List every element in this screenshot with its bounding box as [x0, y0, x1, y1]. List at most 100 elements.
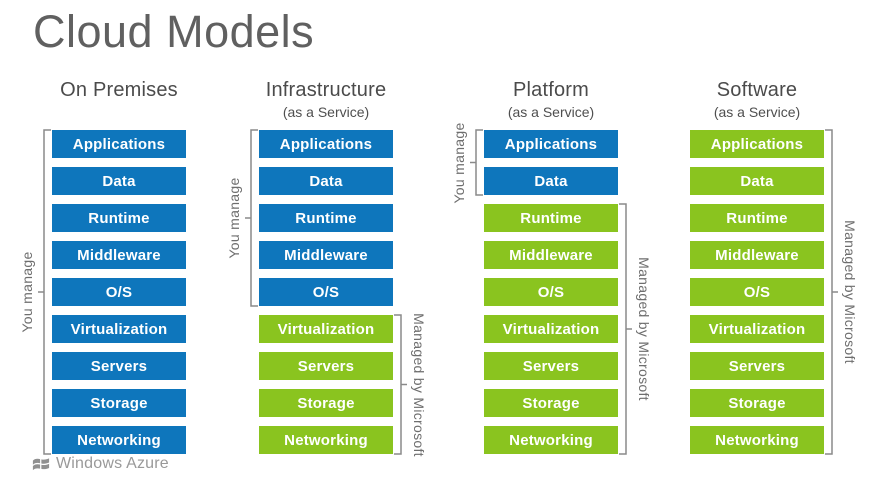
layer-label: Applications: [504, 135, 598, 153]
managed-by-microsoft-label-platform: Managed by Microsoft: [636, 257, 652, 401]
layer-label: Runtime: [726, 209, 788, 227]
layer-box-platform-os: O/S: [484, 278, 618, 306]
layer-box-infrastructure-storage: Storage: [259, 389, 393, 417]
layer-box-infrastructure-applications: Applications: [259, 130, 393, 158]
layer-label: Storage: [297, 394, 355, 412]
layer-label: Servers: [90, 357, 148, 375]
column-title: Platform: [512, 79, 590, 101]
layer-label: Servers: [522, 357, 580, 375]
layer-box-platform-storage: Storage: [484, 389, 618, 417]
layer-box-infrastructure-virtualization: Virtualization: [259, 315, 393, 343]
layer-box-platform-runtime: Runtime: [484, 204, 618, 232]
layer-label: Applications: [72, 135, 166, 153]
layer-label: Networking: [77, 431, 161, 449]
layer-label: Applications: [279, 135, 373, 153]
layer-box-infrastructure-networking: Networking: [259, 426, 393, 454]
layer-label: Servers: [297, 357, 355, 375]
layer-label: Data: [102, 172, 136, 190]
column-header-on-premises: On Premises: [60, 79, 178, 102]
you-manage-bracket-on-premises: [38, 129, 51, 455]
layer-box-on-premises-virtualization: Virtualization: [52, 315, 186, 343]
column-title: Software: [716, 79, 798, 101]
layer-box-software-virtualization: Virtualization: [690, 315, 824, 343]
column-title: Infrastructure: [265, 79, 387, 101]
layer-label: Virtualization: [708, 320, 806, 338]
layer-box-platform-networking: Networking: [484, 426, 618, 454]
layer-box-software-applications: Applications: [690, 130, 824, 158]
layer-label: Servers: [728, 357, 786, 375]
layer-label: O/S: [537, 283, 565, 301]
layer-label: Data: [534, 172, 568, 190]
layer-box-on-premises-middleware: Middleware: [52, 241, 186, 269]
managed-by-microsoft-label-software: Managed by Microsoft: [842, 220, 858, 364]
layer-box-software-os: O/S: [690, 278, 824, 306]
column-header-software: Software (as a Service): [714, 79, 800, 120]
layer-box-infrastructure-os: O/S: [259, 278, 393, 306]
layer-label: Middleware: [284, 246, 368, 264]
column-subtitle: (as a Service): [713, 104, 801, 120]
layer-box-platform-middleware: Middleware: [484, 241, 618, 269]
layer-label: O/S: [312, 283, 340, 301]
layer-box-software-runtime: Runtime: [690, 204, 824, 232]
layer-box-platform-virtualization: Virtualization: [484, 315, 618, 343]
you-manage-bracket-platform: [470, 129, 483, 196]
layer-box-on-premises-networking: Networking: [52, 426, 186, 454]
layer-label: Middleware: [77, 246, 161, 264]
layer-box-platform-applications: Applications: [484, 130, 618, 158]
column-header-infrastructure: Infrastructure (as a Service): [266, 79, 387, 120]
layer-box-software-data: Data: [690, 167, 824, 195]
layer-label: Runtime: [295, 209, 357, 227]
layer-box-infrastructure-runtime: Runtime: [259, 204, 393, 232]
layer-box-on-premises-data: Data: [52, 167, 186, 195]
you-manage-bracket-infrastructure: [245, 129, 258, 307]
layer-box-on-premises-runtime: Runtime: [52, 204, 186, 232]
layer-box-infrastructure-middleware: Middleware: [259, 241, 393, 269]
layer-label: Virtualization: [70, 320, 168, 338]
layer-label: Middleware: [715, 246, 799, 264]
windows-flag-icon: [32, 458, 50, 471]
column-subtitle: (as a Service): [507, 104, 595, 120]
you-manage-label-on-premises: You manage: [19, 251, 35, 333]
layer-box-software-servers: Servers: [690, 352, 824, 380]
layer-label: Storage: [728, 394, 786, 412]
windows-azure-logo-text: Windows Azure: [56, 455, 169, 472]
layer-box-on-premises-storage: Storage: [52, 389, 186, 417]
layer-label: Data: [309, 172, 343, 190]
layer-label: Networking: [509, 431, 593, 449]
layer-label: Runtime: [88, 209, 150, 227]
layer-box-software-storage: Storage: [690, 389, 824, 417]
layer-box-on-premises-servers: Servers: [52, 352, 186, 380]
windows-azure-logo: Windows Azure: [32, 455, 169, 473]
layer-label: Virtualization: [502, 320, 600, 338]
layer-box-platform-servers: Servers: [484, 352, 618, 380]
layer-label: O/S: [743, 283, 771, 301]
layer-box-infrastructure-servers: Servers: [259, 352, 393, 380]
page-title: Cloud Models: [33, 6, 315, 57]
layer-label: Storage: [522, 394, 580, 412]
layer-label: Virtualization: [277, 320, 375, 338]
layer-box-software-networking: Networking: [690, 426, 824, 454]
layer-label: Middleware: [509, 246, 593, 264]
layer-label: Networking: [715, 431, 799, 449]
layer-box-platform-data: Data: [484, 167, 618, 195]
managed-by-microsoft-bracket-software: [825, 129, 838, 455]
column-subtitle: (as a Service): [282, 104, 370, 120]
layer-box-infrastructure-data: Data: [259, 167, 393, 195]
layer-label: O/S: [105, 283, 133, 301]
layer-label: Storage: [90, 394, 148, 412]
managed-by-microsoft-bracket-platform: [619, 203, 632, 455]
you-manage-label-platform: You manage: [451, 121, 467, 204]
you-manage-label-infrastructure: You manage: [226, 177, 242, 259]
layer-box-on-premises-applications: Applications: [52, 130, 186, 158]
layer-label: Runtime: [520, 209, 582, 227]
layer-label: Data: [740, 172, 774, 190]
managed-by-microsoft-label-infrastructure: Managed by Microsoft: [411, 312, 427, 457]
managed-by-microsoft-bracket-infrastructure: [394, 314, 407, 455]
layer-box-software-middleware: Middleware: [690, 241, 824, 269]
layer-label: Networking: [284, 431, 368, 449]
layer-box-on-premises-os: O/S: [52, 278, 186, 306]
